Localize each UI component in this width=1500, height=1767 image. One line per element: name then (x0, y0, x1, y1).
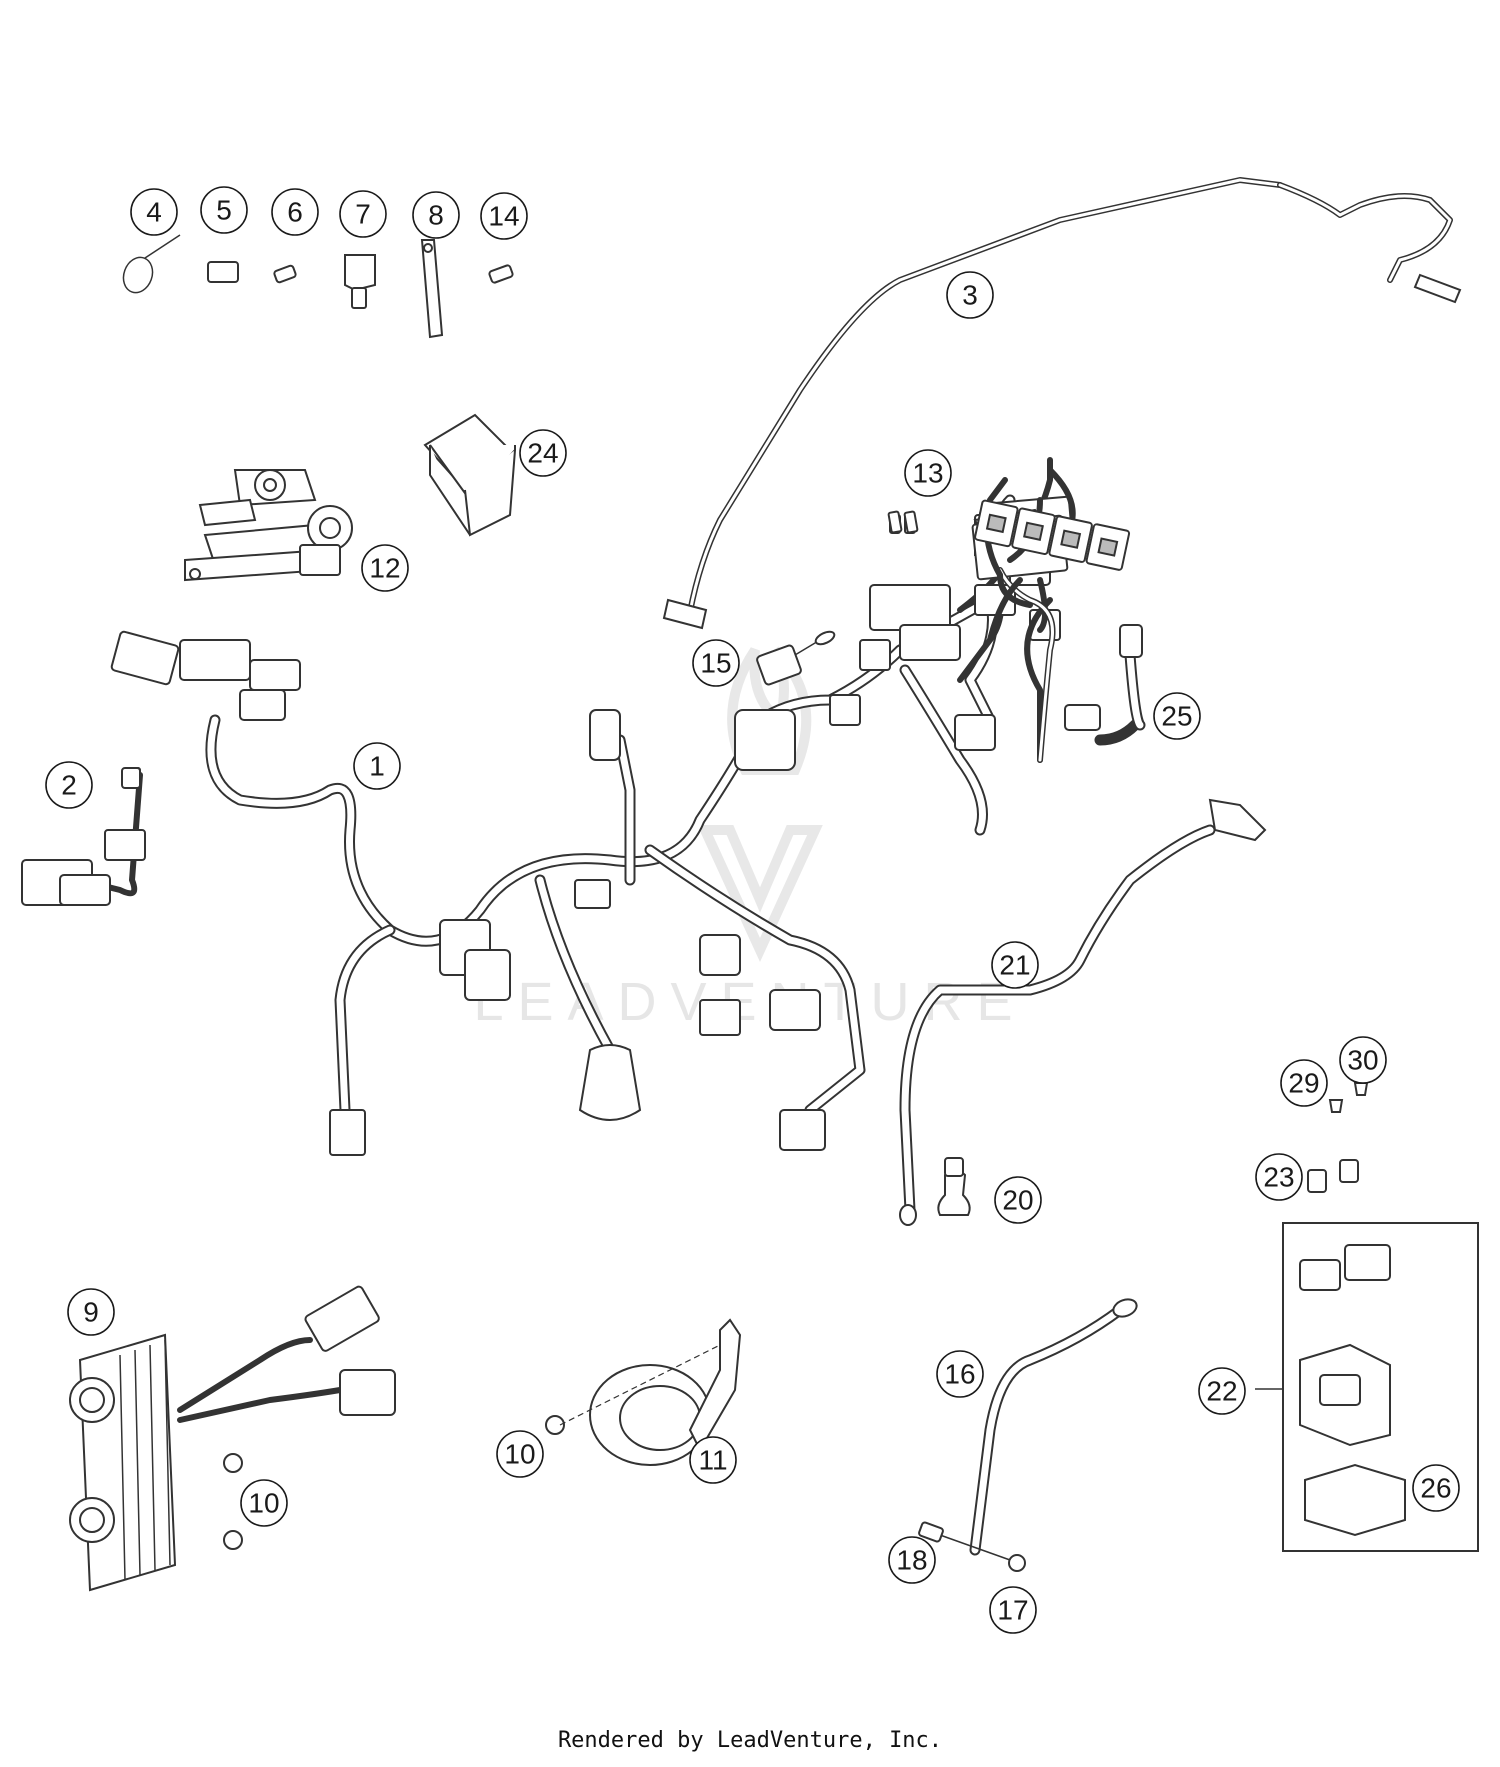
callout-14[interactable]: 14 (480, 192, 528, 240)
part-7-relay (344, 254, 376, 309)
callout-6[interactable]: 6 (271, 188, 319, 236)
callout-10a[interactable]: 10 (240, 1479, 288, 1527)
callout-25[interactable]: 25 (1153, 692, 1201, 740)
part-13-items (887, 510, 919, 534)
callout-30[interactable]: 30 (1339, 1036, 1387, 1084)
part-10-nuts (223, 1415, 565, 1550)
callout-4-label: 4 (146, 197, 162, 228)
footer-credit: Rendered by LeadVenture, Inc. (557, 1728, 943, 1753)
callout-8[interactable]: 8 (412, 191, 460, 239)
callout-23[interactable]: 23 (1255, 1153, 1303, 1201)
part-23-caps (1307, 1159, 1359, 1193)
watermark-text: LEADVENTURE (473, 972, 1026, 1032)
callout-18-label: 18 (896, 1545, 927, 1576)
callout-17-label: 17 (997, 1595, 1028, 1626)
callout-6-label: 6 (287, 197, 303, 228)
callout-20-label: 20 (1002, 1185, 1033, 1216)
callout-16[interactable]: 16 (936, 1350, 984, 1398)
callout-25-label: 25 (1161, 701, 1192, 732)
callout-9[interactable]: 9 (67, 1288, 115, 1336)
callout-3-label: 3 (962, 280, 978, 311)
part-2-harness (21, 767, 146, 906)
callout-30-label: 30 (1347, 1045, 1378, 1076)
callout-1[interactable]: 1 (353, 742, 401, 790)
callout-18[interactable]: 18 (888, 1536, 936, 1584)
part-6-bulb (273, 264, 297, 284)
callout-15-label: 15 (700, 648, 731, 679)
callout-24-label: 24 (527, 438, 558, 469)
part-14-bulb (488, 264, 514, 284)
callout-21-label: 21 (999, 950, 1030, 981)
callout-2[interactable]: 2 (45, 761, 93, 809)
part-9-regulator (69, 1285, 396, 1592)
callout-29-label: 29 (1288, 1068, 1319, 1099)
callout-29[interactable]: 29 (1280, 1059, 1328, 1107)
callout-15[interactable]: 15 (692, 639, 740, 687)
callout-12[interactable]: 12 (361, 544, 409, 592)
callout-23-label: 23 (1263, 1162, 1294, 1193)
callout-10b-label: 10 (504, 1439, 535, 1470)
part-15-connector (756, 630, 836, 686)
part-4-cable-tie (122, 234, 181, 294)
part-16-cable (918, 1298, 1138, 1572)
part-12-switch-bracket (184, 469, 353, 582)
callout-4[interactable]: 4 (130, 188, 178, 236)
callout-21[interactable]: 21 (991, 941, 1039, 989)
part-1-wiring-harness (110, 494, 1061, 1156)
callout-5-label: 5 (216, 195, 232, 226)
callout-17[interactable]: 17 (989, 1586, 1037, 1634)
callout-3[interactable]: 3 (946, 271, 994, 319)
callout-26[interactable]: 26 (1412, 1464, 1460, 1512)
callout-26-label: 26 (1420, 1473, 1451, 1504)
callout-8-label: 8 (428, 200, 444, 231)
callout-11-label: 11 (698, 1445, 727, 1476)
callout-22-label: 22 (1206, 1376, 1237, 1407)
callout-24[interactable]: 24 (519, 429, 567, 477)
part-29-screw (1328, 1099, 1344, 1113)
part-20-terminal (937, 1157, 971, 1216)
part-8-strap (420, 239, 444, 339)
callout-7-label: 7 (355, 199, 371, 230)
part-30-screw (1353, 1082, 1369, 1096)
callout-20[interactable]: 20 (994, 1176, 1042, 1224)
part-11-horn (559, 1318, 742, 1466)
callout-10a-label: 10 (248, 1488, 279, 1519)
callout-10b[interactable]: 10 (496, 1430, 544, 1478)
callout-2-label: 2 (61, 770, 77, 801)
part-25-cable (1064, 624, 1146, 746)
callout-7[interactable]: 7 (339, 190, 387, 238)
part-21-cable (899, 798, 1267, 1226)
part-22-group-box (1255, 1222, 1479, 1552)
callout-13[interactable]: 13 (904, 449, 952, 497)
callout-22[interactable]: 22 (1198, 1367, 1246, 1415)
relay-block-visible (957, 499, 1131, 683)
callout-5[interactable]: 5 (200, 186, 248, 234)
callout-14-label: 14 (488, 201, 519, 232)
callout-16-label: 16 (944, 1359, 975, 1390)
callout-13-label: 13 (912, 458, 943, 489)
part-24-cover (423, 413, 516, 537)
part-3-cable (662, 177, 1462, 630)
part-5-clip (207, 261, 239, 283)
callout-9-label: 9 (83, 1297, 99, 1328)
callout-11[interactable]: 11 (689, 1436, 737, 1484)
callout-12-label: 12 (369, 553, 400, 584)
callout-1-label: 1 (369, 751, 385, 782)
watermark: LEADVENTURE (473, 646, 1026, 1032)
watermark-logo (697, 646, 823, 963)
